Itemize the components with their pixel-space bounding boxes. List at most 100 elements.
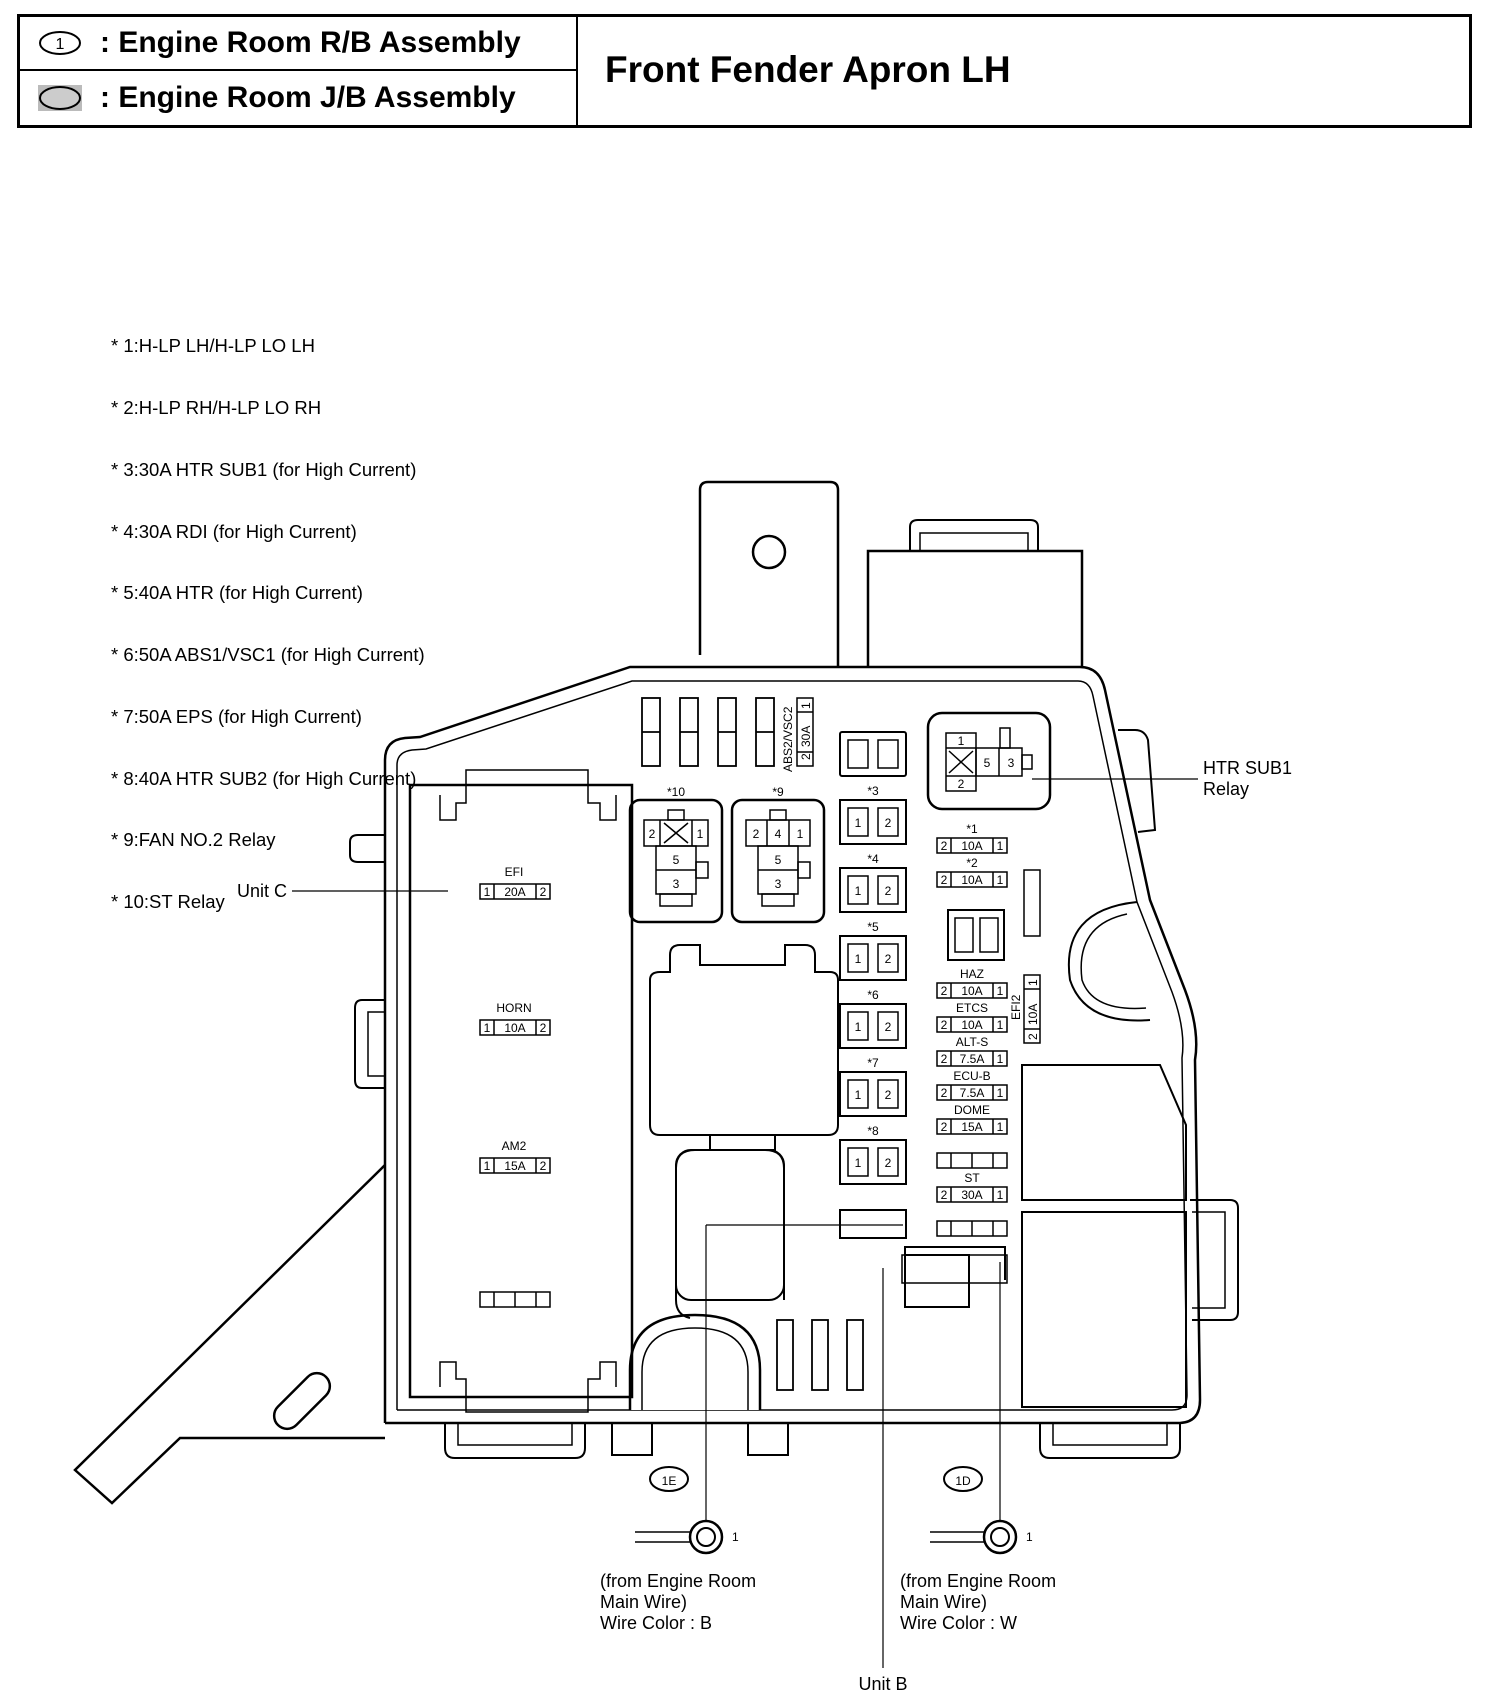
legend-jb-text: : Engine Room J/B Assembly [100,81,516,114]
svg-text:(from Engine Room: (from Engine Room [900,1571,1056,1591]
svg-text:1: 1 [1026,979,1040,986]
svg-text:2: 2 [753,827,760,841]
svg-text:*3: *3 [867,784,879,798]
svg-text:2: 2 [941,1086,948,1100]
page-title: Front Fender Apron LH [605,49,1011,90]
htr-sub1-label-line1: HTR SUB1 [1203,758,1292,778]
svg-text:*6: *6 [867,988,879,1002]
svg-text:ABS2/VSC2: ABS2/VSC2 [781,706,795,772]
svg-text:10A: 10A [961,873,982,887]
footnote-8: * 8:40A HTR SUB2 (for High Current) [111,767,417,789]
svg-text:1: 1 [855,816,862,830]
fuse-efi2: 2 10A 1 EFI2 [1009,974,1041,1044]
relay-block-center [649,944,839,1319]
svg-text:ST: ST [964,1171,980,1185]
footnote-4: * 4:30A RDI (for High Current) [111,520,357,542]
svg-text:4: 4 [775,827,782,841]
svg-text:(from Engine Room: (from Engine Room [600,1571,756,1591]
svg-text:*7: *7 [867,1056,879,1070]
fuse-hc-4: *4 1 2 [839,852,907,913]
svg-text:2: 2 [941,1120,948,1134]
svg-text:2: 2 [941,984,948,998]
footnote-6: * 6:50A ABS1/VSC1 (for High Current) [111,644,425,666]
legend-rb-text: : Engine Room R/B Assembly [100,26,521,59]
svg-text:Wire Color : B: Wire Color : B [600,1613,712,1633]
svg-text:1: 1 [855,1088,862,1102]
svg-text:1: 1 [997,873,1004,887]
svg-text:5: 5 [775,853,782,867]
fuse-hc-8: *8 1 2 [839,1124,907,1185]
spare-slot-unit-c [479,1291,551,1308]
svg-text:1: 1 [484,1159,491,1173]
fuse-etcs: ETCS 2 10A 1 [936,1001,1008,1033]
fuse-ecu-b: ECU-B 2 7.5A 1 [936,1069,1008,1101]
svg-text:3: 3 [775,877,782,891]
svg-text:10A: 10A [961,1018,982,1032]
spare-fuse-slot-2 [936,1220,1008,1237]
spare-relay-slot [947,909,1005,961]
svg-text:15A: 15A [961,1120,982,1134]
svg-text:*1: *1 [966,822,978,836]
svg-text:2: 2 [885,1156,892,1170]
svg-text:30A: 30A [961,1188,982,1202]
svg-text:7.5A: 7.5A [960,1052,985,1066]
svg-text:10A: 10A [1026,1004,1040,1025]
svg-text:1: 1 [855,952,862,966]
footnote-1: * 1:H-LP LH/H-LP LO LH [111,335,315,357]
footnote-10: * 10:ST Relay [111,891,225,913]
spare-vertical-slot [1023,869,1041,937]
htr-sub1-label-line2: Relay [1203,779,1249,799]
high-current-fuse-column: *3 1 2 *4 1 2 *5 1 2 *6 1 2 *7 [839,731,907,1239]
svg-text:3: 3 [1008,756,1015,770]
svg-text:2: 2 [885,884,892,898]
svg-text:Main Wire): Main Wire) [600,1592,687,1612]
relay-st: *10 2 1 5 3 [628,785,724,924]
svg-text:*4: *4 [867,852,879,866]
svg-text:2: 2 [540,1159,547,1173]
svg-text:DOME: DOME [954,1103,990,1117]
svg-text:EFI: EFI [505,865,524,879]
svg-text:1: 1 [855,1156,862,1170]
svg-text:2: 2 [958,777,965,791]
svg-text:5: 5 [673,853,680,867]
svg-text:2: 2 [649,827,656,841]
svg-text:3: 3 [673,877,680,891]
legend-rb-code: 1 [56,36,65,53]
connector-1d-notes: (from Engine Room Main Wire) Wire Color … [900,1571,1056,1633]
unit-b-label: Unit B [858,1674,907,1694]
fuse-1: *1 2 10A 1 [936,822,1008,854]
jb-assembly-symbol-icon [38,85,82,111]
svg-text:30A: 30A [799,726,813,747]
svg-text:*5: *5 [867,920,879,934]
fuse-hc-3: *3 1 2 [839,784,907,845]
svg-text:1: 1 [997,1120,1004,1134]
footnote-5: * 5:40A HTR (for High Current) [111,582,363,604]
svg-text:1: 1 [799,702,813,709]
svg-text:1: 1 [855,1020,862,1034]
svg-text:*10: *10 [667,785,685,799]
svg-text:1: 1 [997,984,1004,998]
footnote-2: * 2:H-LP RH/H-LP LO RH [111,396,322,418]
footnote-9: * 9:FAN NO.2 Relay [111,829,276,851]
svg-text:2: 2 [885,952,892,966]
svg-text:EFI2: EFI2 [1009,994,1023,1020]
top-spare-slots [641,697,775,767]
svg-text:1: 1 [997,1188,1004,1202]
bottom-slots [776,1319,864,1391]
svg-text:7.5A: 7.5A [960,1086,985,1100]
housing-outline [73,480,1239,1505]
relay-htr-sub1: 1 2 5 3 [926,711,1052,811]
right-fuse-column: *1 2 10A 1 *2 2 10A 1 HAZ 2 10A 1 [936,822,1041,1237]
footnote-list: * 1:H-LP LH/H-LP LO LH * 2:H-LP RH/H-LP … [111,295,425,933]
fuse-abs2-vsc2: 2 30A 1 ABS2/VSC2 [781,697,814,772]
unit-c-label: Unit C [237,881,287,901]
svg-text:2: 2 [1026,1033,1040,1040]
fuse-horn: HORN 1 10A 2 [479,1001,551,1036]
svg-text:Wire Color : W: Wire Color : W [900,1613,1017,1633]
svg-text:2: 2 [799,753,813,760]
svg-text:2: 2 [885,816,892,830]
svg-text:15A: 15A [504,1159,525,1173]
svg-text:2: 2 [941,1052,948,1066]
fuse-haz: HAZ 2 10A 1 [936,967,1008,999]
